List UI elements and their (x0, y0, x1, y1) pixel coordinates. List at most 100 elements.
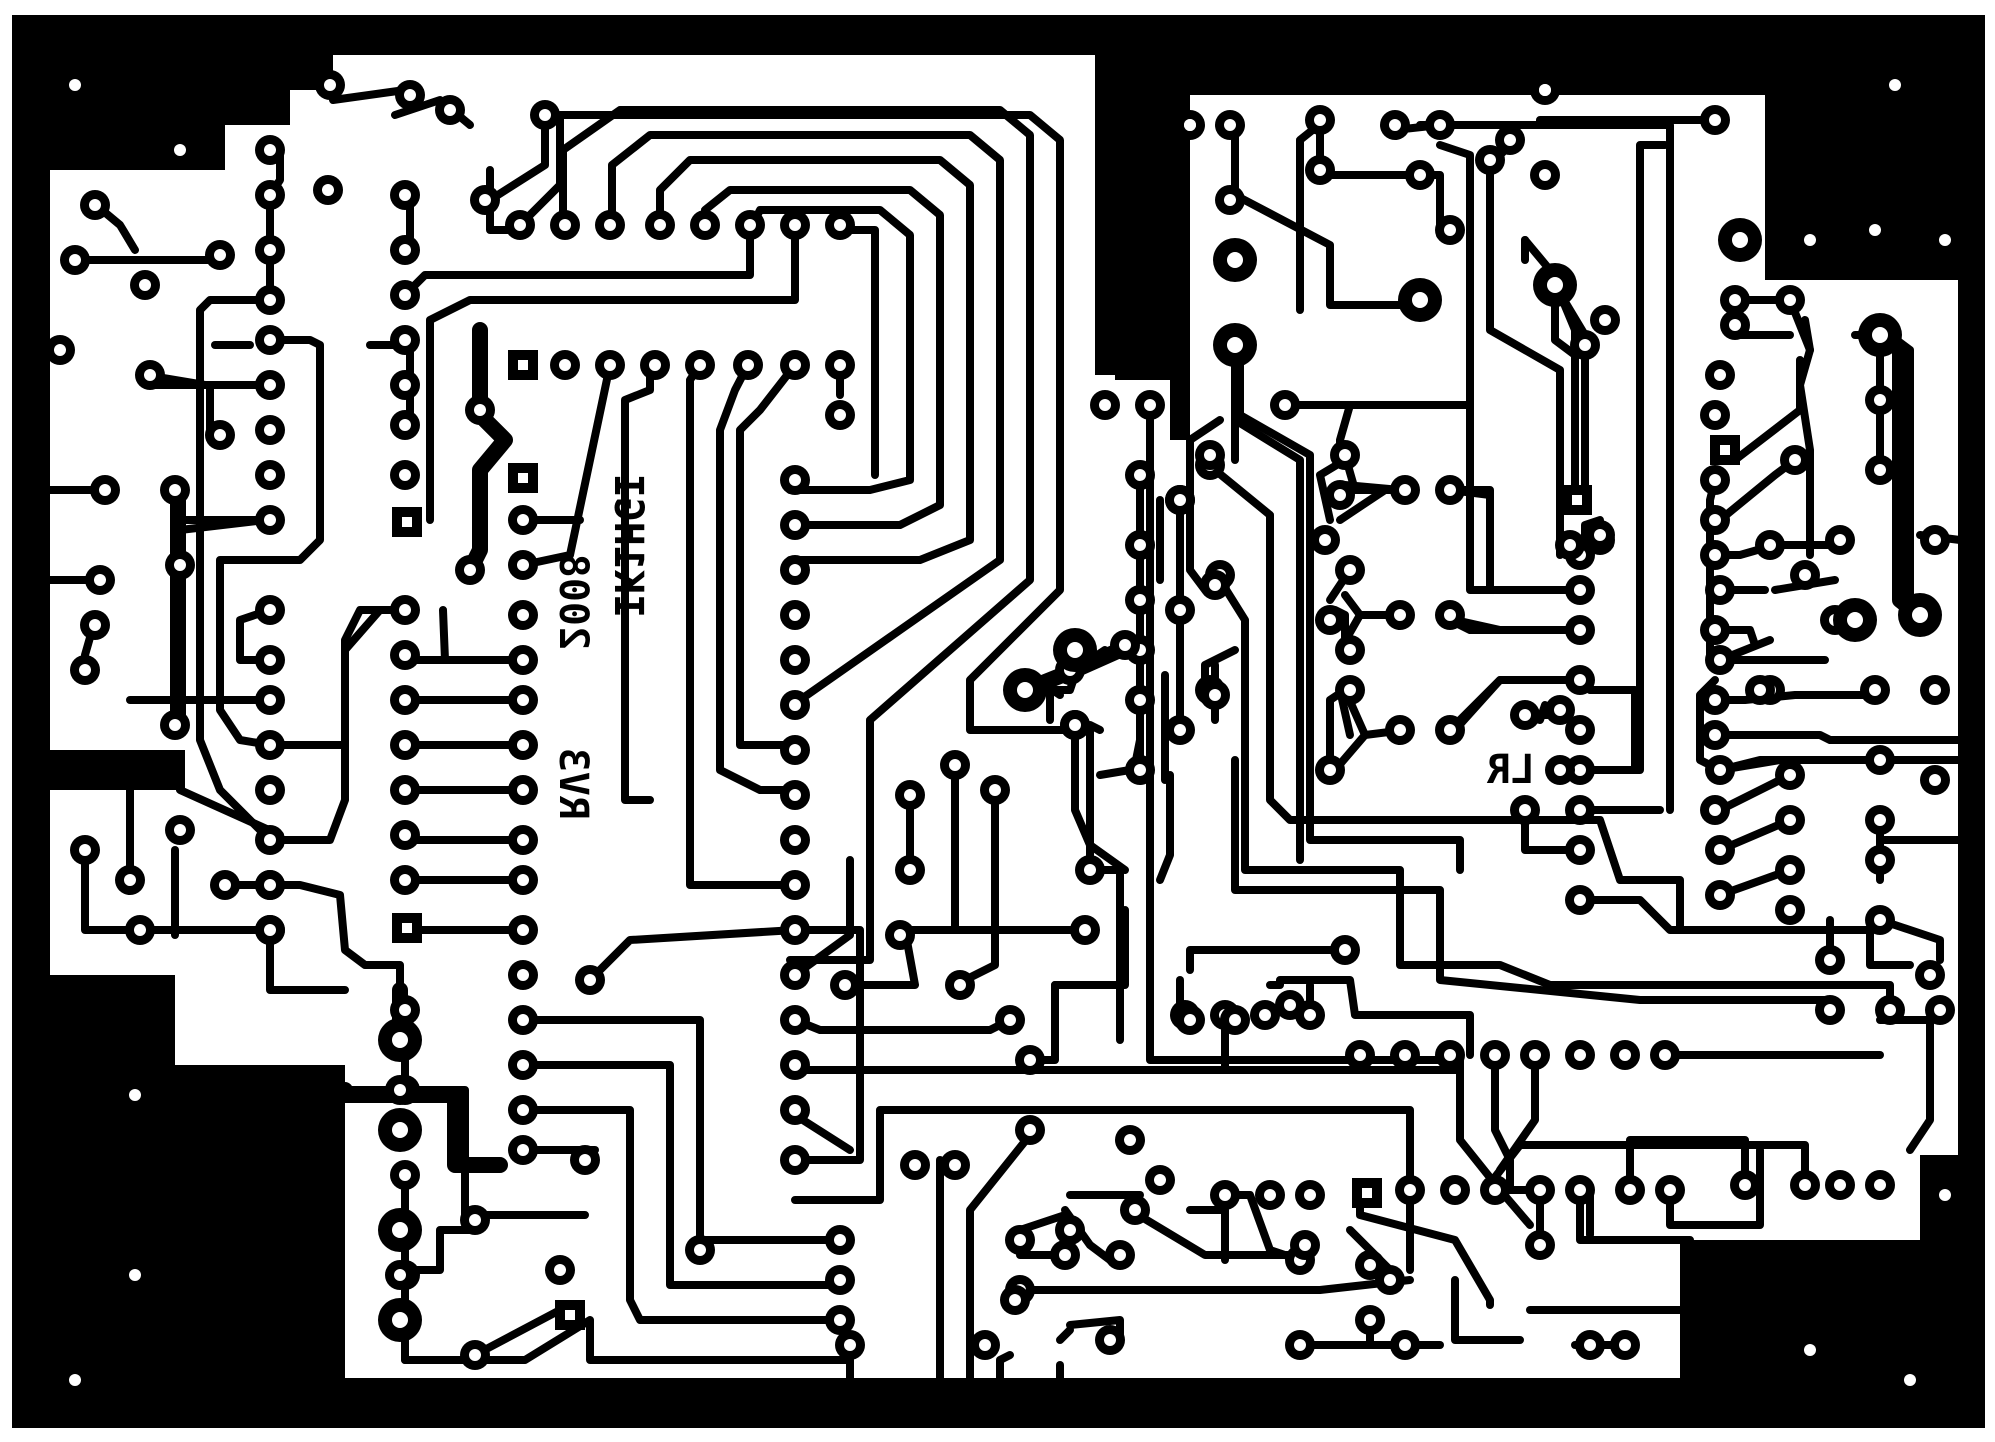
drill-hole (1204, 449, 1216, 461)
drill-hole (1729, 294, 1741, 306)
drill-hole (134, 924, 146, 936)
drill-hole (1574, 1184, 1586, 1196)
drill-hole (1574, 894, 1586, 906)
drill-hole (69, 254, 81, 266)
drill-hole (1434, 119, 1446, 131)
trace (1236, 341, 1464, 874)
drill-hole (399, 739, 411, 751)
mounting-hole (1869, 224, 1881, 236)
drill-hole (1134, 764, 1146, 776)
trace (716, 361, 799, 794)
power-trace (462, 322, 513, 578)
trace (401, 1226, 479, 1274)
drill-hole (604, 219, 616, 231)
drill-hole (479, 194, 491, 206)
drill-hole (517, 609, 529, 621)
drill-hole (399, 244, 411, 256)
drill-hole (1079, 924, 1091, 936)
trace (791, 926, 864, 1164)
drill-hole (1834, 1179, 1846, 1191)
drill-hole (1399, 1049, 1411, 1061)
trace (1666, 1146, 1764, 1229)
silk-year: 2008 (550, 554, 596, 650)
drill-hole (1824, 954, 1836, 966)
drill-hole (264, 294, 276, 306)
drill-hole (264, 739, 276, 751)
square-hole (518, 360, 528, 370)
trace (1876, 1016, 1934, 1154)
drill-hole (1412, 292, 1428, 308)
trace (1186, 946, 1349, 974)
drill-hole (394, 1269, 406, 1281)
trace (1391, 121, 1674, 814)
drill-hole (1547, 277, 1563, 293)
drill-hole (1579, 339, 1591, 351)
drill-hole (1564, 539, 1576, 551)
drill-hole (1574, 764, 1586, 776)
drill-hole (324, 79, 336, 91)
drill-hole (1314, 164, 1326, 176)
drill-hole (1784, 294, 1796, 306)
drill-hole (404, 89, 416, 101)
trace (221, 881, 404, 1004)
trace (519, 1016, 844, 1244)
trace (426, 226, 799, 524)
mounting-hole (1539, 84, 1551, 96)
drill-hole (1224, 119, 1236, 131)
drill-hole (949, 759, 961, 771)
drill-hole (789, 359, 801, 371)
drill-hole (1574, 844, 1586, 856)
silkscreen: IK1HGI 2008 RV3 LR (550, 474, 1535, 821)
drill-hole (894, 929, 906, 941)
mounting-hole (69, 1374, 81, 1386)
drill-hole (1134, 539, 1146, 551)
trace (746, 206, 914, 494)
drill-hole (394, 1084, 406, 1096)
drill-hole (1714, 844, 1726, 856)
drill-hole (1709, 514, 1721, 526)
drill-hole (1504, 134, 1516, 146)
drill-hole (1599, 314, 1611, 326)
mounting-hole (1939, 1189, 1951, 1201)
trace (656, 156, 974, 564)
drill-hole (399, 1004, 411, 1016)
trace (1451, 616, 1584, 634)
drill-hole (1084, 864, 1096, 876)
drill-hole (1934, 1004, 1946, 1016)
drill-hole (1314, 114, 1326, 126)
drill-hole (1874, 754, 1886, 766)
drill-hole (1519, 709, 1531, 721)
drill-hole (1619, 1049, 1631, 1061)
trace (1051, 906, 1129, 989)
drill-hole (517, 1059, 529, 1071)
drill-hole (399, 379, 411, 391)
drill-hole (264, 604, 276, 616)
drill-hole (904, 864, 916, 876)
drill-hole (264, 469, 276, 481)
drill-hole (517, 559, 529, 571)
drill-hole (1099, 399, 1111, 411)
drill-hole (1134, 469, 1146, 481)
drill-hole (789, 699, 801, 711)
drill-hole (1714, 764, 1726, 776)
trace (559, 106, 1034, 964)
trace (966, 1131, 1034, 1382)
drill-hole (744, 219, 756, 231)
drill-hole (1784, 769, 1796, 781)
drill-hole (169, 484, 181, 496)
drill-hole (1294, 1339, 1306, 1351)
drill-hole (1319, 534, 1331, 546)
drill-hole (1789, 454, 1801, 466)
drill-hole (1874, 814, 1886, 826)
drill-hole (1784, 814, 1796, 826)
drill-hole (834, 1234, 846, 1246)
drill-hole (1659, 1049, 1671, 1061)
drill-hole (1119, 639, 1131, 651)
drill-hole (517, 784, 529, 796)
drill-hole (1574, 804, 1586, 816)
trace (1576, 896, 1914, 969)
drill-hole (839, 979, 851, 991)
trace (519, 361, 614, 569)
trace (791, 1106, 1414, 1204)
drill-hole (1229, 1014, 1241, 1026)
